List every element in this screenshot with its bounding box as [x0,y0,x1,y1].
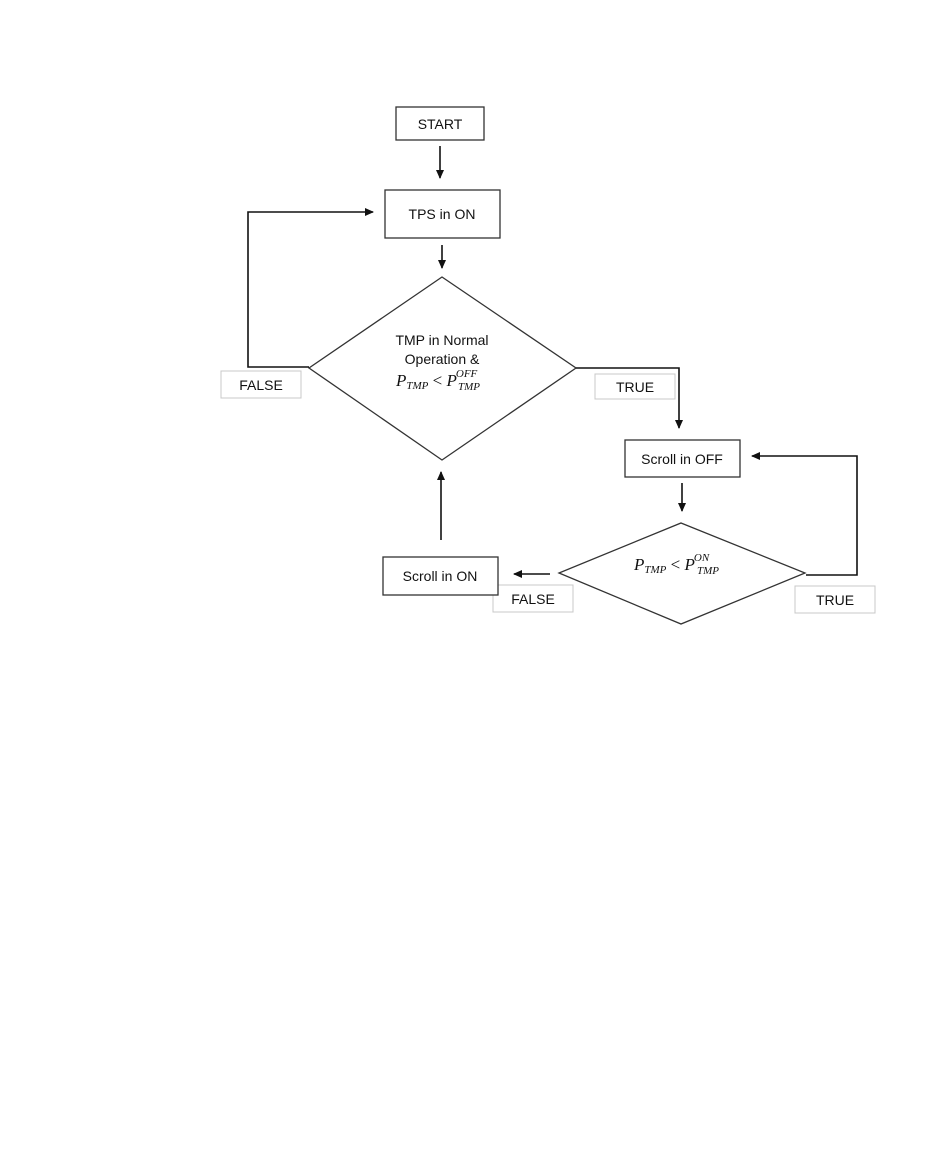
decision2-true-label: TRUE [816,592,854,608]
decision1-true-label: TRUE [616,379,654,395]
decision2-true-tag: TRUE [795,586,875,613]
decision1-line1: TMP in Normal [395,332,488,348]
decision1-true-tag: TRUE [595,374,675,399]
decision1-line2: Operation & [405,351,480,367]
decision1-false-label: FALSE [239,377,283,393]
scroll-on-node: Scroll in ON [383,557,498,595]
start-node: START [396,107,484,140]
decision2-false-label: FALSE [511,591,555,607]
decision1-false-tag: FALSE [221,371,301,398]
start-label: START [418,116,463,132]
decision2-false-tag: FALSE [493,585,573,612]
scroll-on-label: Scroll in ON [403,568,478,584]
arrow-decision2-true-loop [752,456,857,575]
tps-on-label: TPS in ON [409,206,476,222]
scroll-off-label: Scroll in OFF [641,451,723,467]
tps-on-node: TPS in ON [385,190,500,238]
scroll-off-node: Scroll in OFF [625,440,740,477]
